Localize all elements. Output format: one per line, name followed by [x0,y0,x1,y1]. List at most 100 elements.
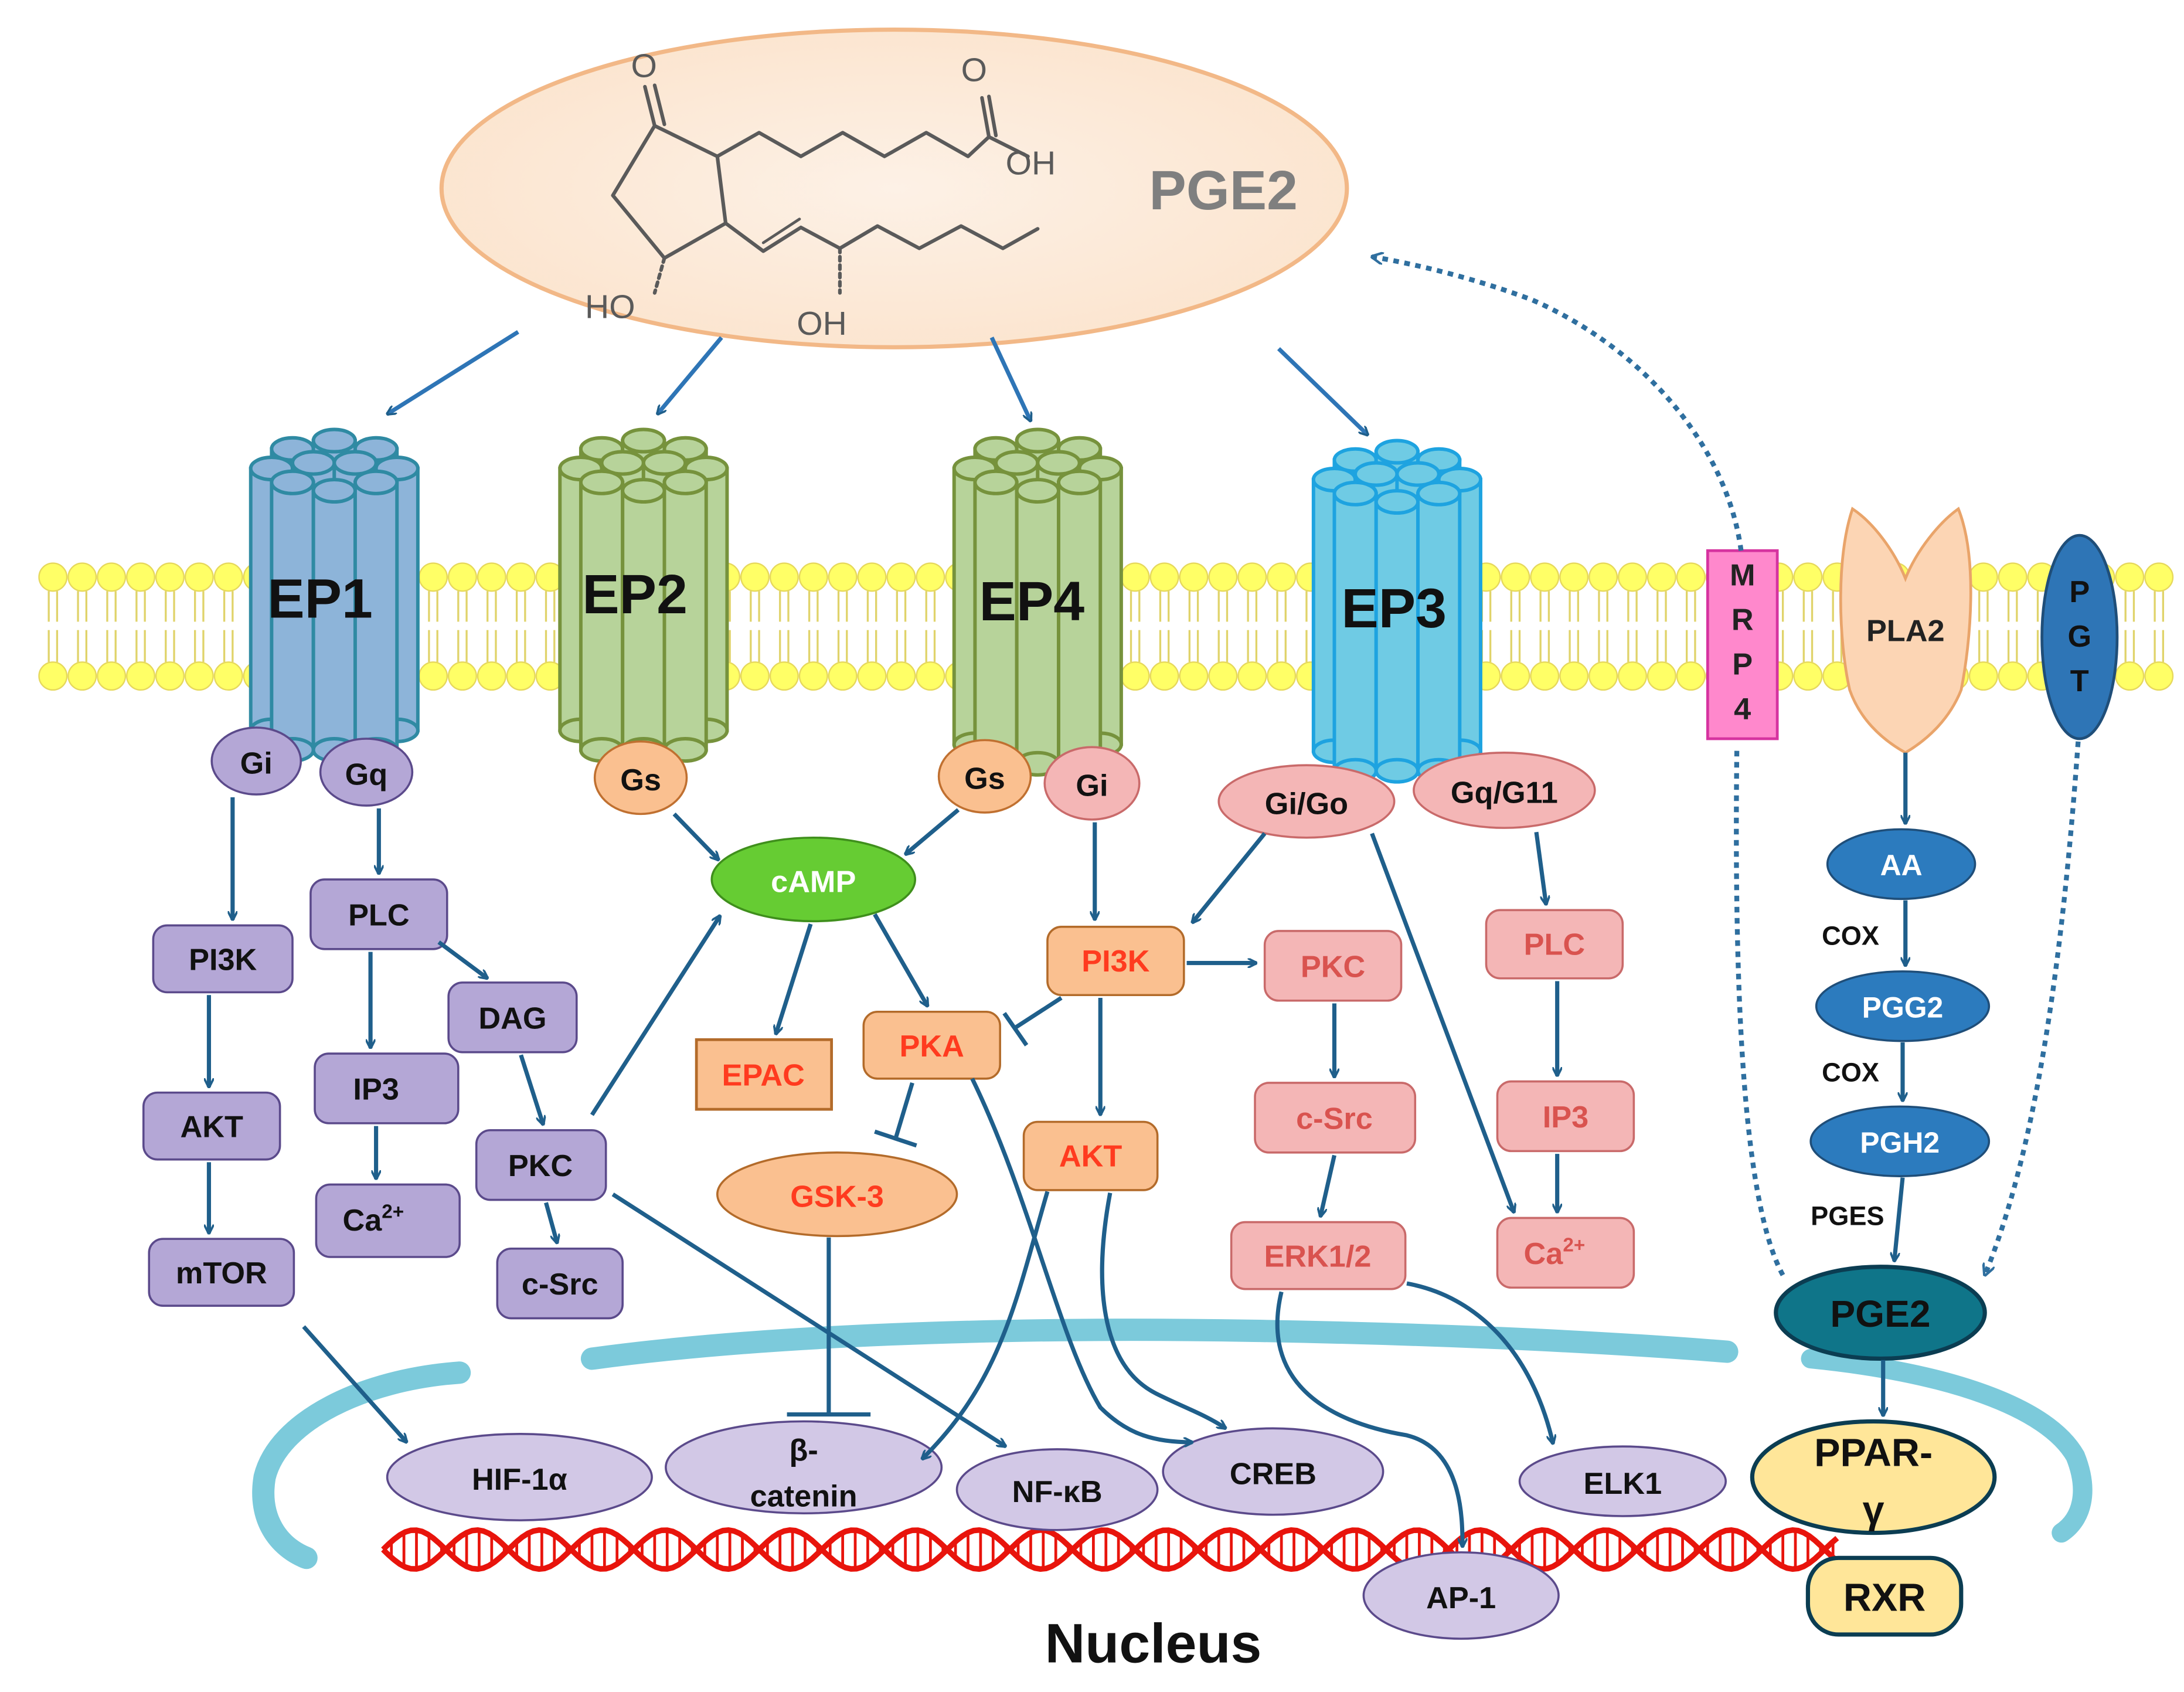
arrow-camp-epac [776,923,813,1034]
ep3-csrc-node: c-Src [1254,1082,1417,1154]
svg-text:PLC: PLC [348,898,410,932]
pge2-molecule-group: O O OH HO OH PGE2 [439,27,1349,349]
ep1-pkc-node: PKC [475,1129,607,1201]
nuclear-envelope [252,1319,2093,1569]
ep4-receptor [952,427,1123,777]
svg-text:PGE2: PGE2 [1830,1293,1930,1335]
pgt-import-arrow [1985,741,2081,1275]
aa-node: AA [1826,828,1977,901]
arrow-csrc-erk [1321,1154,1336,1217]
ep3-receptor [1311,439,1482,784]
hif1a-node: HIF-1α [386,1433,653,1521]
acid-o-label: O [961,51,987,89]
pathway-arrows [209,752,1905,1547]
svg-text:β-: β- [789,1433,818,1467]
gsk3-node: GSK-3 [716,1151,958,1238]
svg-text:PI3K: PI3K [1081,944,1149,978]
pgt-letter-3: T [2070,664,2089,698]
arrow-gs-camp-ep4 [906,808,960,854]
svg-text:PGH2: PGH2 [1860,1126,1940,1159]
acid-oh-label: OH [1006,145,1056,182]
pla2-label: PLA2 [1866,614,1945,648]
svg-text:Gi/Go: Gi/Go [1265,787,1348,821]
inhibition-lines [787,996,1063,1417]
ep1-ip3-node: IP3 [314,1052,460,1124]
svg-text:AP-1: AP-1 [1426,1581,1496,1615]
arrow-erk-elk1 [1406,1281,1553,1443]
svg-text:Gq: Gq [345,757,388,791]
mrp4-transporter: M R P 4 [1706,549,1779,740]
ep4-akt-node: AKT [1022,1120,1159,1191]
beta-catenin-node: β-catenin [665,1420,943,1515]
pgt-letter-2: G [2067,620,2091,654]
svg-text:catenin: catenin [750,1479,858,1513]
ap1-node: AP-1 [1362,1551,1560,1640]
ep4-gi-node: Gi [1043,746,1141,821]
creb-node: CREB [1162,1427,1384,1516]
svg-text:IP3: IP3 [353,1072,399,1106]
svg-text:PLC: PLC [1524,927,1586,961]
svg-text:DAG: DAG [478,1001,546,1035]
arrow-pge2-ep2 [658,336,723,414]
cox-label-1: COX [1822,921,1879,951]
svg-text:IP3: IP3 [1543,1100,1588,1134]
ep3-gqg11-node: Gq/G11 [1413,752,1596,829]
ep4-gs-node: Gs [937,739,1032,814]
pgg2-node: PGG2 [1815,970,1991,1042]
svg-text:NF-κB: NF-κB [1012,1475,1103,1509]
svg-text:GSK-3: GSK-3 [790,1180,884,1214]
pge2-ellipse [439,27,1349,349]
svg-text:RXR: RXR [1843,1577,1926,1620]
transport-arrows [1372,257,2081,1275]
arrow-pge2-ep4 [989,337,1033,422]
ep1-csrc-node: c-Src [496,1247,624,1320]
svg-text:Gs: Gs [964,762,1005,796]
intracellular-pge2-node: PGE2 [1774,1265,1987,1361]
arrow-pkc-csrc [544,1202,557,1243]
ep3-ip3-node: IP3 [1496,1080,1635,1153]
ring-ho-label: HO [585,288,635,325]
ep3-ca-node: Ca2+ [1496,1217,1635,1289]
svg-text:cAMP: cAMP [771,865,856,899]
svg-text:Gs: Gs [620,763,661,797]
nfkb-node: NF-κB [955,1448,1159,1531]
arrow-camp-pka [873,913,930,1006]
ep2-receptor [558,427,729,763]
inhibit-pi3k-pka [1012,996,1063,1031]
arrow-pkc-nfkb [611,1192,1006,1446]
signaling-nodes: Gi Gq PI3K AKT mTOR PLC IP3 Ca2+ DAG PKC… [142,726,1997,1674]
arrow-gqg11-plc [1534,831,1546,905]
ep3-plc-node: PLC [1485,909,1624,980]
pgt-letter-1: P [2069,575,2090,609]
svg-text:PGG2: PGG2 [1862,991,1944,1024]
pge2-structure [611,83,1040,295]
ketone-o-label: O [631,47,656,84]
arrow-gs-camp-ep2 [672,812,719,859]
svg-text:EPAC: EPAC [722,1059,805,1093]
svg-text:PKC: PKC [1301,950,1365,984]
ep4-pi3k-node: PI3K [1046,926,1185,997]
pka-node: PKA [862,1010,1001,1080]
arrow-pkc-camp [590,916,720,1116]
ep1-label: EP1 [267,568,373,630]
chain-oh-label: OH [797,305,847,342]
ep3-pkc-node: PKC [1263,930,1403,1002]
arrow-gigo-ca [1370,833,1514,1212]
svg-text:c-Src: c-Src [522,1268,598,1302]
cox-label-2: COX [1822,1058,1879,1088]
mrp4-letter-3: P [1732,648,1753,682]
ep3-label: EP3 [1341,577,1447,640]
svg-text:Ca2+: Ca2+ [1524,1234,1586,1270]
svg-text:Gi: Gi [240,746,273,780]
ep4-label: EP4 [979,570,1085,633]
camp-node: cAMP [710,836,916,923]
ep1-akt-node: AKT [142,1091,281,1161]
svg-text:AA: AA [1880,849,1923,882]
ep1-receptor [249,427,420,763]
svg-text:ERK1/2: ERK1/2 [1264,1240,1371,1274]
ep2-gs-node: Gs [593,740,688,816]
mrp4-letter-1: M [1730,559,1756,593]
arrow-mtor-hif [302,1325,407,1442]
arrow-pge2-ep1 [387,330,519,414]
dna-helix [381,1527,1839,1572]
